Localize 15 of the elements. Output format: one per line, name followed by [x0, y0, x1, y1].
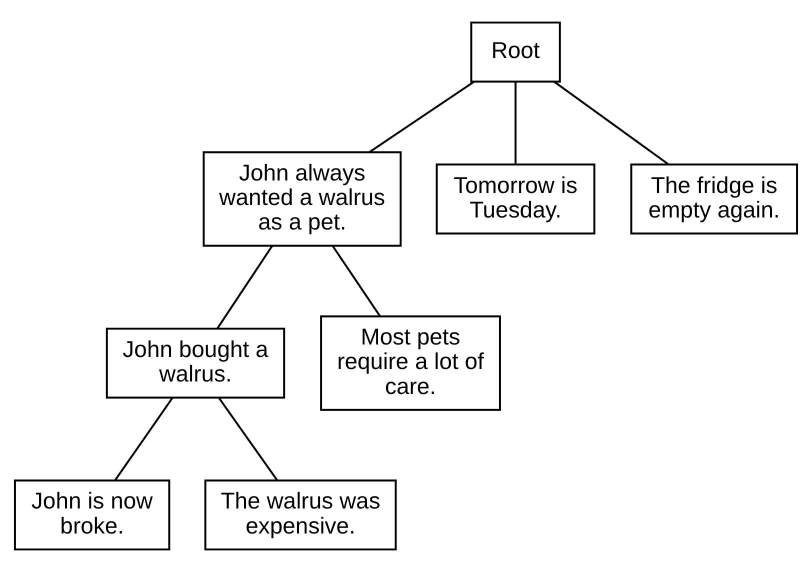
node-box: The fridge is empty again. [630, 163, 798, 234]
connector [554, 80, 670, 165]
node-box: John bought a walrus. [106, 327, 286, 398]
connector [332, 244, 381, 316]
connector [216, 244, 273, 328]
node-box: Tomorrow is Tuesday. [436, 163, 596, 234]
node-box: John is now broke. [14, 479, 170, 550]
node-box: The walrus was expensive. [204, 479, 397, 550]
connector [218, 396, 278, 481]
node-box: Root [470, 21, 561, 82]
node-box: Most pets require a lot of care. [320, 314, 501, 410]
node-box: John always wanted a walrus as a pet. [202, 150, 402, 246]
connector [368, 80, 474, 152]
connector [514, 82, 517, 164]
connector [114, 396, 174, 481]
